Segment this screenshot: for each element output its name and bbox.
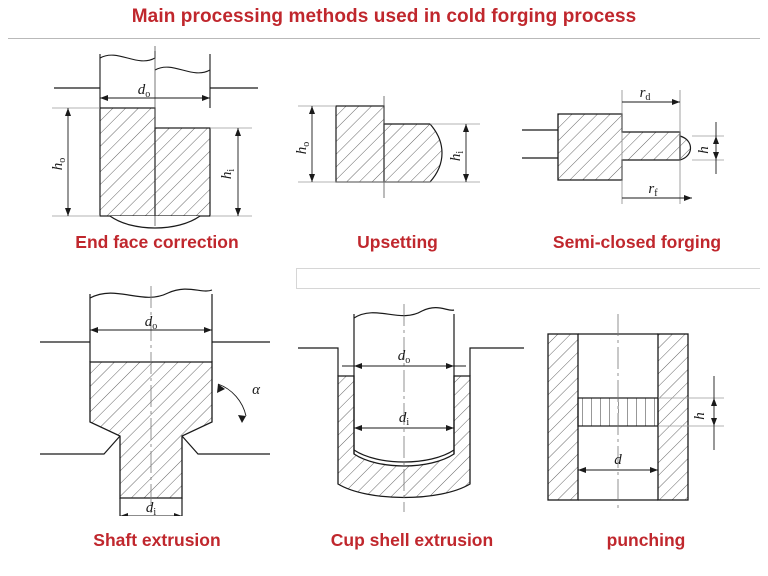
caption-semi-closed-forging: Semi-closed forging: [552, 232, 722, 252]
label-d: d: [614, 452, 622, 468]
label-r-d: rd: [640, 85, 651, 103]
page-title: Main processing methods used in cold for…: [131, 6, 637, 27]
label-d-o: do: [398, 348, 411, 366]
label-d-i: di: [399, 410, 410, 428]
label-h-i: hi: [448, 151, 466, 162]
row-divider-bottom: [296, 288, 760, 289]
label-d-i: di: [146, 500, 157, 516]
figure-cup-shell-extrusion: do di: [292, 290, 532, 520]
label-alpha: α: [252, 382, 261, 398]
row-divider-top: [296, 268, 760, 269]
figure-end-face-correction: do ho hi: [22, 46, 292, 231]
label-h: h: [696, 146, 712, 154]
figure-shaft-extrusion: do di α: [22, 276, 292, 516]
label-d-o: do: [145, 314, 158, 332]
caption-cup-shell-extrusion: Cup shell extrusion: [330, 530, 494, 550]
caption-upsetting: Upsetting: [357, 232, 438, 252]
figure-upsetting: ho hi: [280, 70, 510, 230]
caption-shaft-extrusion: Shaft extrusion: [93, 530, 221, 550]
figure-semi-closed-forging: rd rf h: [512, 72, 762, 232]
caption-end-face-correction: End face correction: [75, 232, 239, 252]
label-h-o: ho: [294, 142, 312, 155]
label-h-i: hi: [219, 169, 237, 180]
caption-punching: punching: [606, 530, 686, 550]
label-r-f: rf: [648, 181, 658, 199]
title-divider: [8, 38, 760, 39]
label-h-o: ho: [50, 158, 68, 171]
figure-punching: h d: [528, 300, 764, 520]
label-d-o: do: [138, 82, 151, 100]
label-h: h: [692, 412, 708, 420]
row-divider-cap: [296, 268, 297, 289]
